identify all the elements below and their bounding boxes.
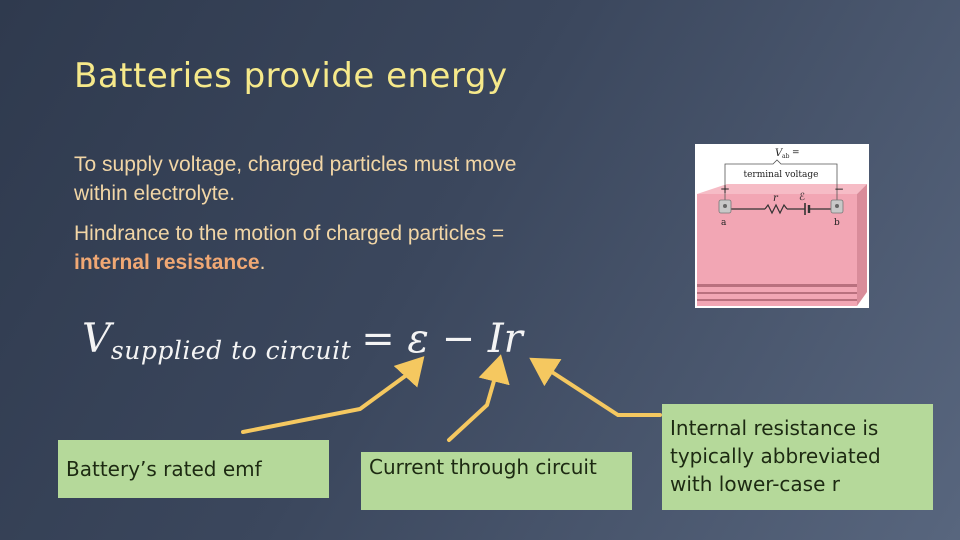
minus-sign: − — [834, 182, 844, 196]
arrow-to-emf — [241, 356, 425, 434]
vab-sub: ab — [782, 153, 790, 160]
arrow-to-current — [447, 354, 510, 442]
plus-sign: + — [720, 182, 730, 196]
bullet-text: To supply voltage, charged particles mus… — [74, 153, 517, 205]
battery-top-face — [697, 184, 867, 194]
slide-title: Batteries provide energy — [74, 56, 508, 96]
resistance-callout: Internal resistance is typically abbrevi… — [662, 404, 933, 510]
arrow-to-resistance — [529, 357, 662, 417]
current-callout: Current through circuit — [361, 452, 632, 510]
vab-eq: = — [792, 148, 800, 158]
battery-side-face — [857, 184, 867, 306]
emf-symbol: ℰ — [799, 192, 805, 203]
voltage-equation: Vsupplied to circuit= ε − Ir — [82, 316, 523, 365]
bullet-electrolyte: To supply voltage, charged particles mus… — [74, 150, 534, 208]
terminal-a-label: a — [721, 218, 727, 228]
emf-callout: Battery’s rated emf — [58, 440, 329, 498]
vab-label: V — [775, 148, 784, 159]
battery-diagram: V ab = terminal voltage + − r ℰ a b — [695, 144, 869, 308]
bullet-text: Hindrance to the motion of charged parti… — [74, 222, 505, 245]
bullet-hindrance: Hindrance to the motion of charged parti… — [74, 219, 534, 277]
bullet-list: To supply voltage, charged particles mus… — [74, 150, 534, 288]
voltage-brace — [724, 159, 838, 168]
resistor-symbol — [764, 203, 788, 215]
bullet-period: . — [259, 251, 266, 274]
equation-subscript: supplied to circuit — [110, 336, 352, 365]
terminal-voltage-label: terminal voltage — [743, 170, 818, 180]
equation-v: V — [82, 316, 111, 362]
terminal-b-label: b — [834, 218, 840, 228]
internal-resistance-highlight: internal resistance — [74, 251, 260, 274]
r-label: r — [773, 193, 779, 204]
